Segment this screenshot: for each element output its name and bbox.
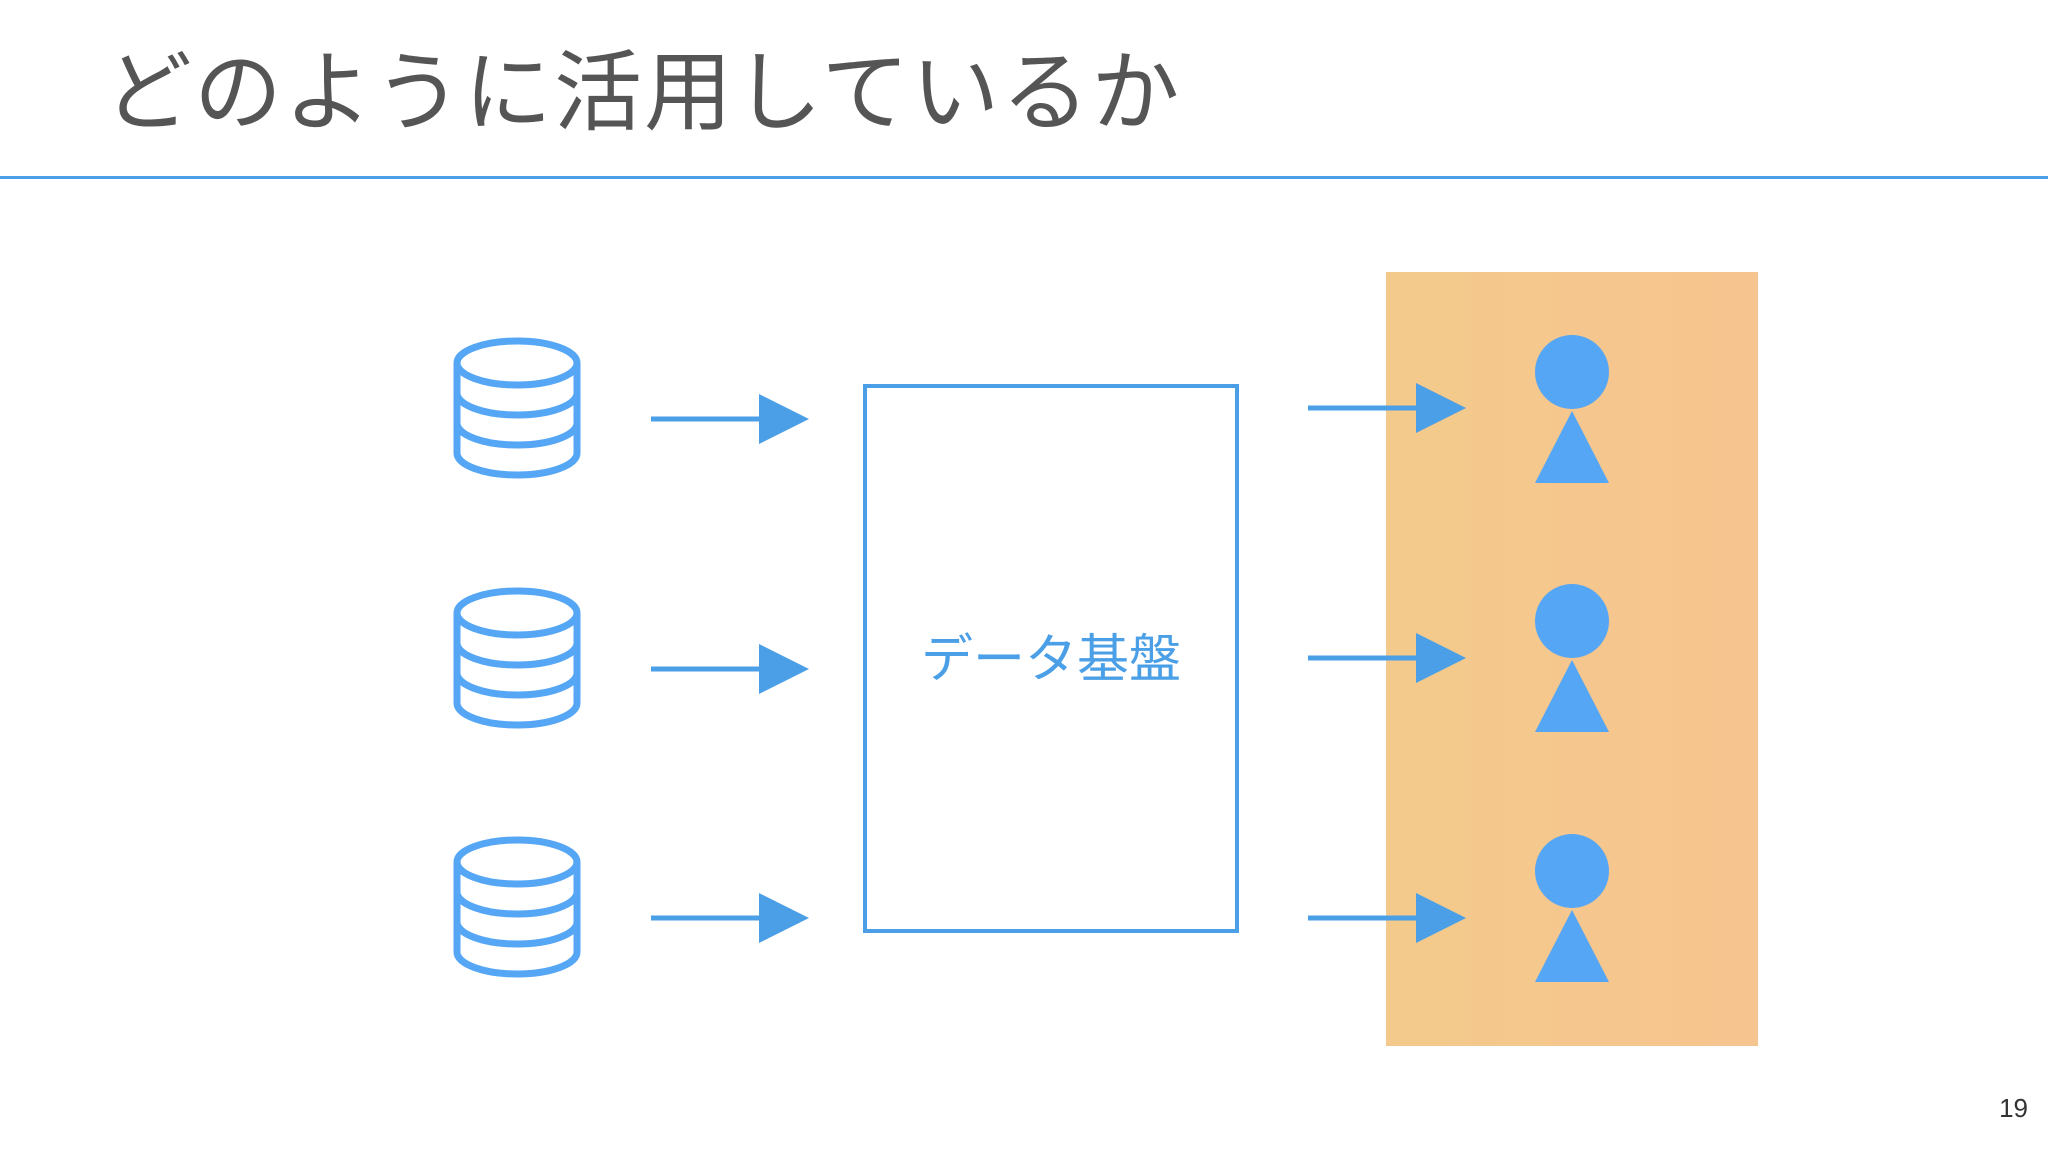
data-platform-label: データ基盤 bbox=[921, 630, 1181, 690]
data-platform-box bbox=[863, 384, 1239, 933]
slide-title: どのように活用しているか bbox=[104, 41, 1182, 144]
person-icon bbox=[1535, 584, 1609, 732]
database-icon bbox=[453, 337, 581, 479]
person-icon bbox=[1535, 834, 1609, 982]
database-icon bbox=[453, 836, 581, 978]
person-icon bbox=[1535, 335, 1609, 483]
page-number: 19 bbox=[1999, 1093, 2028, 1123]
database-icon bbox=[453, 587, 581, 729]
title-divider bbox=[0, 176, 2048, 179]
